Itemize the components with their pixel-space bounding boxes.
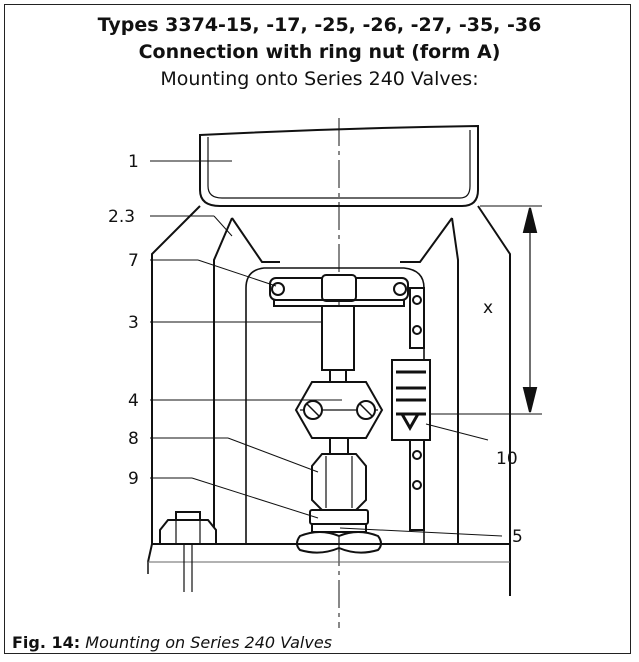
- actuator-housing: [199, 124, 479, 207]
- label-7: 7: [128, 251, 139, 271]
- label-2-3: 2.3: [108, 207, 135, 227]
- leader-5: [339, 527, 503, 537]
- hex-nut: [311, 453, 367, 511]
- label-10: 10: [496, 449, 518, 469]
- label-9: 9: [128, 469, 139, 489]
- figure-subtitle-2: Mounting onto Series 240 Valves:: [160, 68, 479, 90]
- bracket-bolt-4: [412, 480, 422, 490]
- lock-nut: [309, 509, 369, 525]
- ring-nut-center: [321, 274, 357, 302]
- lower-stem-neck: [329, 437, 349, 455]
- caption-label: Fig. 14:: [12, 633, 81, 652]
- bracket-bolt-3: [412, 450, 422, 460]
- yoke-left-outer: [151, 205, 201, 544]
- yoke-right-outer: [477, 205, 511, 544]
- dim-arrow-bottom: [522, 387, 538, 413]
- label-1: 1: [128, 152, 139, 172]
- scale-bracket-lower: [409, 439, 425, 531]
- bonnet-top: [147, 543, 511, 596]
- yoke-window: [245, 267, 425, 544]
- lock-nut-base: [311, 523, 367, 533]
- figure-frame: [4, 4, 631, 654]
- label-8: 8: [128, 429, 139, 449]
- dim-arrow-top: [522, 207, 538, 233]
- bracket-bolt-2: [412, 325, 422, 335]
- label-5: 5: [512, 527, 523, 547]
- leader-2-3b: [213, 215, 233, 237]
- figure-title: Types 3374-15, -17, -25, -26, -27, -35, …: [97, 14, 542, 36]
- bracket-bolt-1: [412, 295, 422, 305]
- yoke-arm-right: [400, 217, 453, 263]
- yoke-arm-left: [231, 217, 280, 263]
- label-3: 3: [128, 313, 139, 333]
- leader-10: [425, 423, 489, 441]
- ring-nut-pin-left: [271, 282, 285, 296]
- yoke-left-inner: [213, 217, 233, 544]
- label-4: 4: [128, 391, 139, 411]
- figure-caption: Fig. 14: Mounting on Series 240 Valves: [12, 633, 332, 652]
- actuator-inner: [207, 130, 471, 199]
- travel-pointer: [396, 412, 426, 432]
- figure-subtitle: Connection with ring nut (form A): [138, 41, 501, 63]
- leader-7b: [197, 259, 277, 287]
- leader-8b: [227, 437, 319, 473]
- actuator-stem: [321, 305, 355, 371]
- label-x: x: [483, 298, 493, 318]
- stud-top: [175, 511, 201, 521]
- leader-9b: [191, 477, 319, 519]
- yoke-right-inner: [451, 217, 459, 544]
- ring-nut-pin-right: [393, 282, 407, 296]
- stud-nut: [159, 519, 217, 545]
- caption-text: Mounting on Series 240 Valves: [80, 633, 332, 652]
